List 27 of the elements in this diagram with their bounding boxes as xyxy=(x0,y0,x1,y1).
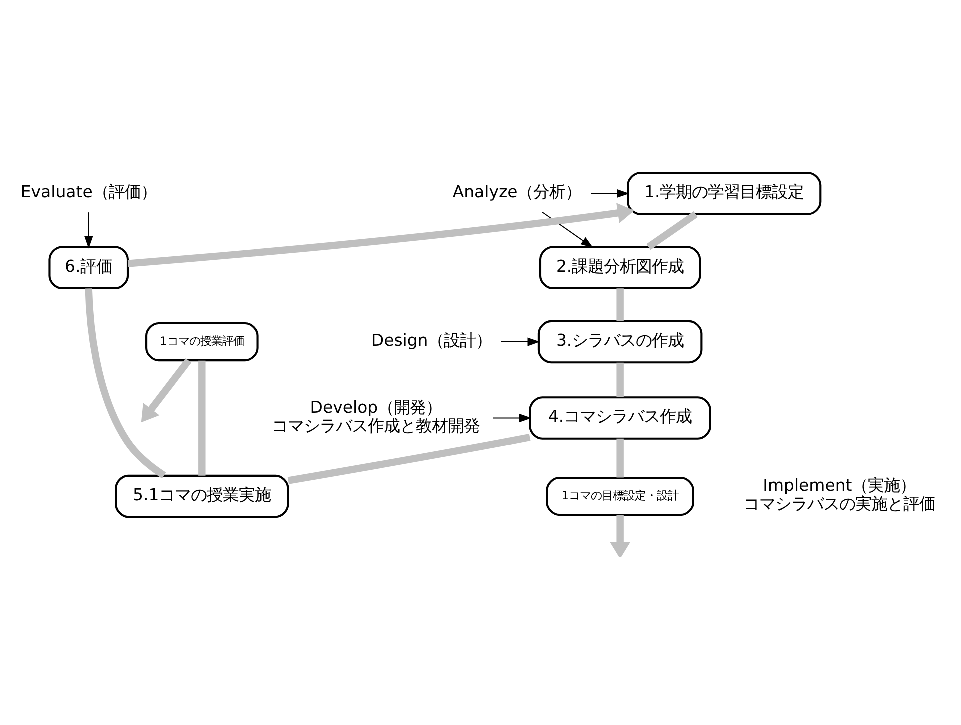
connector xyxy=(85,288,166,478)
arrow xyxy=(610,514,631,556)
connector xyxy=(616,362,624,397)
connector xyxy=(198,360,206,476)
node-text: Analyze（分析） xyxy=(452,182,582,202)
node-box: 1コマの目標設定・設計 xyxy=(546,476,694,516)
arrow xyxy=(501,337,540,346)
node-text: Implement（実施） コマシラバスの実施と評価 xyxy=(744,476,936,514)
node-box: 2.課題分析図作成 xyxy=(539,246,702,289)
node-box: 1.学期の学習目標設定 xyxy=(627,172,822,215)
connector xyxy=(646,210,698,250)
node-text: Develop（開発） コマシラバス作成と教材開発 xyxy=(272,397,480,435)
node-box: 3.シラバスの作成 xyxy=(538,320,703,364)
connector xyxy=(288,433,531,484)
node-box: 4.コマシラバス作成 xyxy=(529,396,712,440)
arrow xyxy=(494,413,532,422)
arrow xyxy=(591,188,630,198)
node-text: Design（設計） xyxy=(371,330,492,350)
node-text: Evaluate（評価） xyxy=(20,182,157,202)
node-box: 5.1コマの授業実施 xyxy=(115,474,290,518)
connector xyxy=(616,438,624,478)
connector xyxy=(616,288,624,321)
node-box: 6.評価 xyxy=(48,246,130,289)
arrow xyxy=(128,202,635,267)
arrow xyxy=(141,358,192,422)
node-box: 1コマの授業評価 xyxy=(146,322,259,362)
arrow xyxy=(84,212,94,248)
